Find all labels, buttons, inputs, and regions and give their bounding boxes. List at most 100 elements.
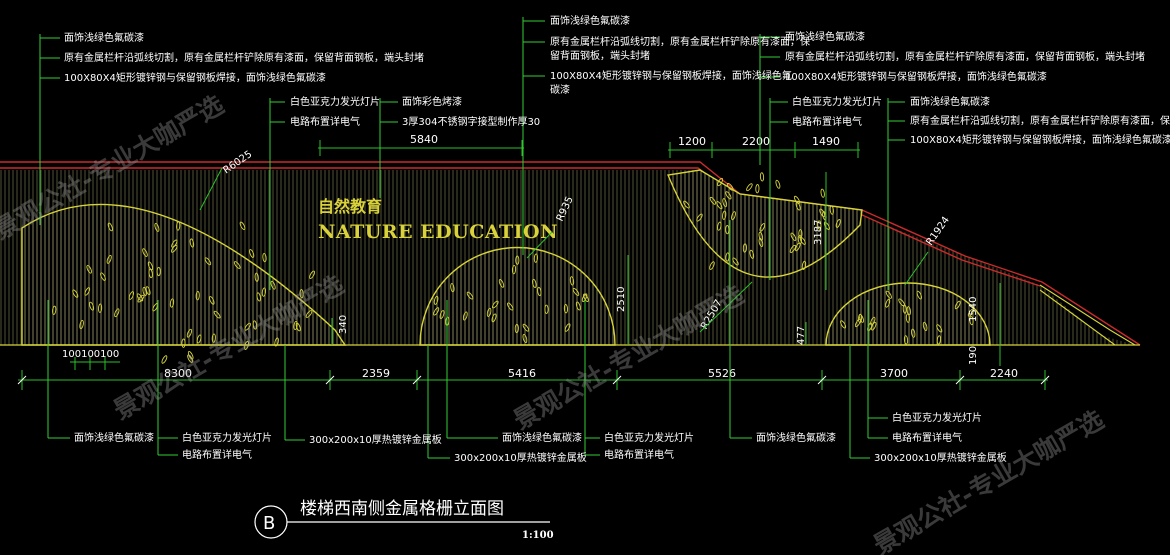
leaf-light (79, 320, 84, 330)
note-bottom-d: 面饰浅绿色氟碳漆 (502, 431, 582, 444)
leaf-light (537, 286, 542, 297)
leaf-light (954, 300, 961, 310)
note-mid-2: 3厚304不锈钢字接型制作厚30 (402, 115, 540, 128)
leaf-light (195, 291, 200, 301)
dim-v-2510: 2510 (616, 287, 627, 312)
leaf-light (309, 270, 316, 280)
leaf-light (189, 238, 195, 248)
dim-v-340: 340 (338, 315, 349, 334)
logo-chinese: 自然教育 (318, 197, 382, 216)
note-left-3: 100X80X4矩形镀锌钢与保留钢板焊接，面饰浅绿色氟碳漆 (64, 71, 326, 84)
leaf-light (261, 287, 267, 297)
leaf-light (683, 200, 690, 209)
radius-r1924: R1924 (924, 215, 952, 248)
leaf-light (898, 298, 905, 307)
drawing-scale: 1:100 (522, 530, 554, 541)
leaf-light (209, 296, 215, 305)
note-right-3: 100X80X4矩形镀锌钢与保留钢板焊接，面饰浅绿色氟碳漆 (785, 70, 1047, 83)
dim-bottom-4: 5526 (708, 367, 736, 380)
leaf-light (176, 221, 181, 231)
dim-small-left: 100100100 (62, 349, 119, 360)
leaf-light (256, 292, 261, 302)
leaf-light (491, 300, 499, 309)
leaf-light (840, 320, 847, 329)
leaf-light (293, 320, 298, 331)
leaf-light (486, 307, 492, 317)
dim-v-477: 477 (796, 326, 807, 345)
note-mid-1: 面饰彩色烤漆 (402, 95, 462, 108)
note-light-left-1: 白色亚克力发光灯片 (290, 95, 380, 108)
dim-bottom-6: 2240 (990, 367, 1018, 380)
leaf-light (789, 244, 797, 253)
leaf-light (725, 191, 732, 200)
radius-leaders (199, 167, 929, 333)
leaf-light (797, 234, 802, 245)
note-center-3: 留背面钢板，端头封堵 (550, 49, 650, 62)
leaf-light (181, 338, 186, 348)
leaf-light (522, 323, 530, 332)
leaf-light (564, 323, 571, 332)
leaf-light (142, 248, 148, 257)
leaf-light (433, 295, 439, 305)
leaf-light (572, 287, 580, 296)
leaf-light (254, 272, 259, 282)
note-light-right-1: 白色亚克力发光灯片 (792, 95, 882, 108)
dim-top-1490: 1490 (812, 135, 840, 148)
leaf-light (211, 333, 216, 343)
arch-large-left (21, 203, 347, 346)
leaf-light (244, 322, 251, 331)
leaf-light (274, 337, 279, 347)
leaf-light (775, 179, 781, 189)
leaf-light (161, 355, 168, 364)
logo-english: NATURE EDUCATION (318, 221, 558, 243)
leaf-light (817, 220, 822, 230)
leaf-light (755, 184, 760, 194)
leaf-light (522, 333, 528, 344)
leaf-light (793, 195, 801, 204)
leaf-light (148, 268, 153, 279)
note-bottom-e2: 电路布置详电气 (604, 448, 674, 461)
note-left-2: 原有金属栏杆沿弧线切割，原有金属栏杆铲除原有漆面，保留背面钢板，端头封堵 (64, 51, 424, 64)
leaf-light (795, 201, 801, 211)
dim-v-190: 190 (968, 346, 979, 365)
leaf-light (746, 183, 753, 192)
leaf-light (147, 261, 154, 271)
leaf-light (170, 244, 178, 253)
note-center-1: 面饰浅绿色氟碳漆 (550, 14, 630, 27)
bottom-dimension-chain (17, 357, 1050, 390)
leaf-light (967, 308, 975, 317)
leaf-light (186, 328, 193, 338)
top-notes-far-right: 面饰浅绿色氟碳漆 原有金属栏杆沿弧线切割，原有金属栏杆铲除原有漆面，保留背面钢板… (910, 95, 1170, 146)
leaf-light (731, 211, 736, 221)
nature-education-logo: 自然教育 NATURE EDUCATION (318, 197, 558, 243)
leaf-light (533, 253, 538, 263)
leaf-light (98, 303, 103, 313)
leaf-light (563, 304, 568, 314)
dim-v-3187: 3187 (813, 220, 824, 245)
leaf-light (142, 286, 147, 297)
leaf-light (187, 354, 194, 363)
leaf-light (532, 278, 537, 288)
dim-bottom-3: 5416 (508, 367, 536, 380)
leaf-light (86, 265, 92, 274)
leaf-light (819, 208, 826, 218)
top-notes-center: 面饰浅绿色氟碳漆 原有金属栏杆沿弧线切割，原有金属栏杆铲除原有漆面，保 留背面钢… (550, 14, 810, 96)
leaf-light (575, 301, 581, 311)
leaf-light (252, 320, 258, 330)
leaf-light (799, 236, 806, 245)
leaf-light (491, 313, 497, 323)
dim-bottom-2: 2359 (362, 367, 390, 380)
note-light-left-2: 电路布置详电气 (290, 115, 360, 128)
leaf-light (725, 252, 730, 262)
leaf-light (726, 182, 734, 191)
annotation-leaders (39, 17, 905, 459)
top-notes-light-right: 白色亚克力发光灯片 电路布置详电气 (792, 95, 882, 128)
leaf-light (433, 307, 440, 316)
leaf-light (759, 223, 766, 232)
top-notes-right: 面饰浅绿色氟碳漆 原有金属栏杆沿弧线切割，原有金属栏杆铲除原有漆面，保留背面钢板… (785, 30, 1145, 83)
leaf-light (466, 291, 474, 300)
leaf-light (835, 219, 841, 228)
leaf-light (969, 315, 974, 326)
leaf-light (439, 310, 445, 320)
leaf-light (169, 298, 175, 308)
